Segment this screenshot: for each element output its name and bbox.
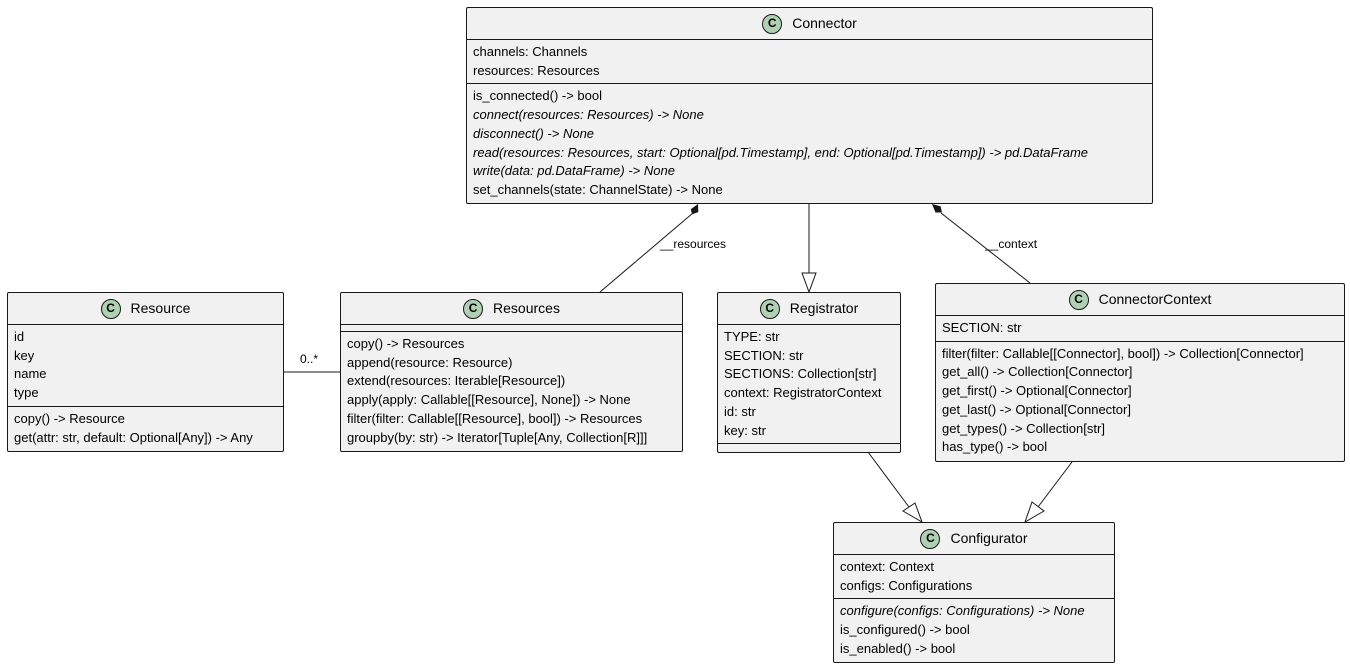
methods-section: is_connected() -> bool connect(resources… (467, 84, 1152, 202)
method: get_last() -> Optional[Connector] (942, 401, 1131, 417)
abstract-method: connect(resources: Resources) -> None (473, 107, 704, 123)
attribute: type (14, 385, 39, 401)
attribute: context: Context (840, 559, 934, 574)
attribute: key: str (724, 422, 766, 438)
class-registrator: C Registrator TYPE: str SECTION: str SEC… (717, 292, 901, 453)
method: groupby(by: str) -> Iterator[Tuple[Any, … (347, 429, 648, 445)
abstract-method: configure(configs: Configurations) -> No… (840, 603, 1085, 619)
method: copy() -> Resources (347, 336, 465, 351)
attributes-section: id key name type (8, 325, 283, 407)
generalization-arrow-registrator (801, 272, 817, 294)
class-name: Registrator (789, 300, 859, 317)
methods-section: configure(configs: Configurations) -> No… (834, 599, 1114, 661)
composition-line-context (940, 212, 1031, 284)
attribute: SECTIONS: Collection[str] (724, 366, 877, 382)
edge-label-resources: __resources (660, 237, 727, 251)
class-resources: C Resources copy() -> Resources append(r… (340, 292, 683, 452)
abstract-method: write(data: pd.DataFrame) -> None (473, 163, 675, 179)
class-c-icon: C (759, 298, 780, 319)
class-header: C Resources (341, 293, 682, 325)
composition-diamond-context (932, 204, 942, 213)
method: is_enabled() -> bool (840, 640, 956, 656)
class-name: Connector (792, 15, 857, 32)
composition-line-resources (599, 212, 694, 293)
abstract-method: disconnect() -> None (473, 125, 595, 141)
attribute: resources: Resources (473, 62, 600, 78)
attribute: SECTION: str (942, 320, 1022, 335)
class-c-icon: C (762, 13, 783, 34)
class-configurator: C Configurator context: Context configs:… (833, 522, 1115, 663)
class-name: ConnectorContext (1098, 291, 1212, 308)
class-header: C Registrator (718, 293, 900, 325)
method: set_channels(state: ChannelState) -> Non… (473, 181, 723, 197)
composition-diamond-resources (690, 204, 699, 215)
attribute: SECTION: str (724, 347, 804, 363)
class-resource: C Resource id key name type copy() -> Re… (7, 292, 284, 452)
method: copy() -> Resource (14, 410, 125, 426)
class-header: C Resource (8, 293, 283, 325)
generalization-line-context-configurator (1037, 461, 1073, 508)
generalization-line-registrator-configurator (867, 451, 910, 508)
method: is_connected() -> bool (473, 88, 602, 104)
method: has_type() -> bool (942, 439, 1048, 455)
methods-section (718, 444, 900, 456)
method: get(attr: str, default: Optional[Any]) -… (14, 429, 253, 445)
class-connector-context: C ConnectorContext SECTION: str filter(f… (935, 283, 1345, 462)
class-c-icon: C (920, 528, 941, 549)
attributes-section (341, 325, 682, 332)
attribute: key (14, 347, 35, 363)
attribute: id: str (724, 403, 756, 419)
attribute: configs: Configurations (840, 577, 973, 593)
class-header: C ConnectorContext (936, 284, 1344, 316)
class-header: C Configurator (834, 523, 1114, 555)
class-c-icon: C (100, 298, 121, 319)
method: extend(resources: Iterable[Resource]) (347, 373, 566, 389)
method: get_first() -> Optional[Connector] (942, 383, 1132, 399)
attributes-section: SECTION: str (936, 316, 1344, 342)
attribute: TYPE: str (724, 329, 780, 344)
method: get_all() -> Collection[Connector] (942, 364, 1133, 380)
abstract-method: read(resources: Resources, start: Option… (473, 144, 1088, 160)
attribute: context: RegistratorContext (724, 385, 882, 401)
generalization-arrow-configurator-right (1024, 501, 1045, 524)
method: append(resource: Resource) (347, 354, 513, 370)
method: is_configured() -> bool (840, 622, 970, 638)
attribute: name (14, 366, 47, 382)
method: get_types() -> Collection[str] (942, 420, 1105, 436)
methods-section: copy() -> Resource get(attr: str, defaul… (8, 407, 283, 450)
class-c-icon: C (1068, 289, 1089, 310)
class-c-icon: C (463, 298, 484, 319)
class-name: Resource (130, 300, 191, 317)
class-header: C Connector (467, 8, 1152, 40)
attribute: channels: Channels (473, 44, 588, 59)
methods-section: copy() -> Resources append(resource: Res… (341, 332, 682, 450)
attributes-section: context: Context configs: Configurations (834, 555, 1114, 600)
attribute: id (14, 329, 25, 344)
method: apply(apply: Callable[[Resource], None])… (347, 392, 631, 408)
class-name: Resources (493, 300, 560, 317)
generalization-arrow-configurator-left (902, 502, 923, 524)
method: filter(filter: Callable[[Connector], boo… (942, 345, 1304, 361)
attributes-section: channels: Channels resources: Resources (467, 40, 1152, 85)
methods-section: filter(filter: Callable[[Connector], boo… (936, 342, 1344, 460)
multiplicity-label: 0..* (300, 352, 319, 366)
method: filter(filter: Callable[[Resource], bool… (347, 410, 643, 426)
attributes-section: TYPE: str SECTION: str SECTIONS: Collect… (718, 325, 900, 445)
class-connector: C Connector channels: Channels resources… (466, 7, 1153, 204)
edge-label-context: __context (985, 237, 1038, 251)
class-name: Configurator (950, 530, 1028, 547)
